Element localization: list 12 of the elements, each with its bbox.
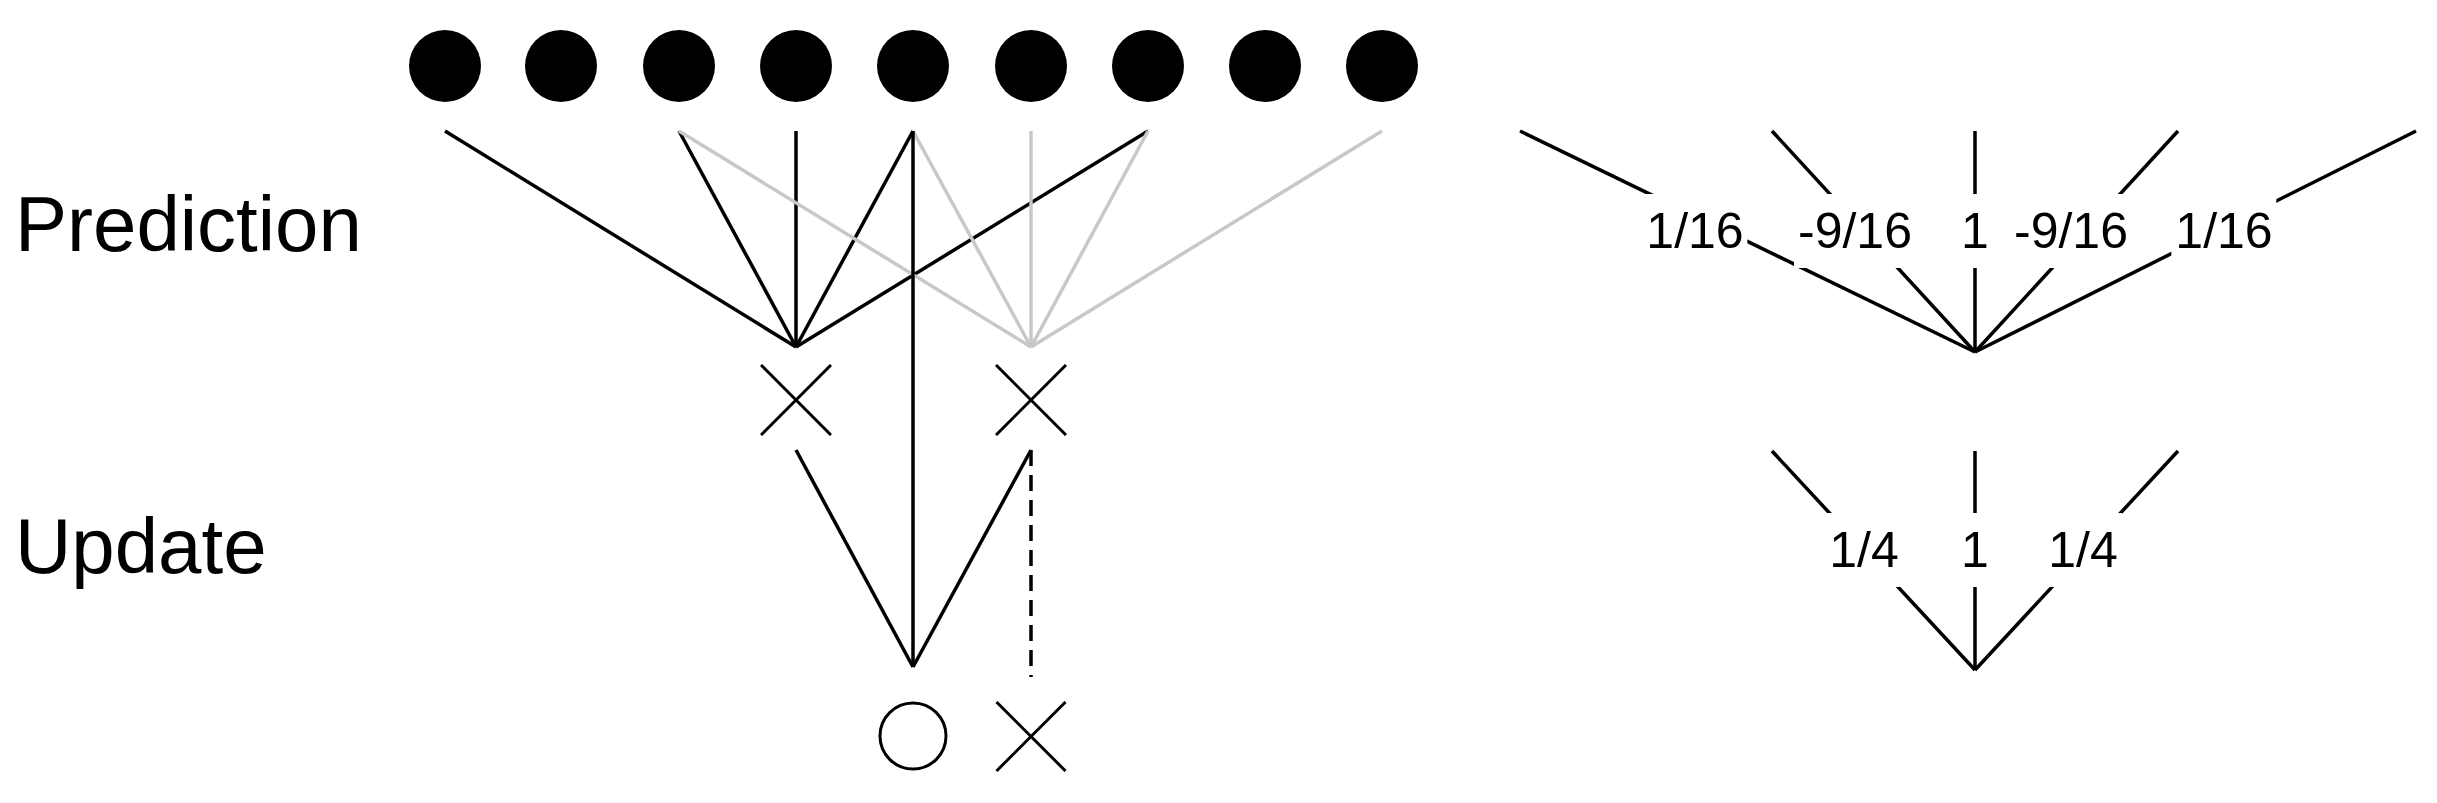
connector-line (444, 129, 797, 349)
weight-label: 1/4 (1825, 513, 1903, 587)
connector-line (794, 131, 798, 347)
connector-line (794, 449, 915, 668)
connector-line (795, 129, 1149, 349)
connector-line (677, 130, 798, 348)
connector-line (911, 449, 1033, 668)
connector-line (1030, 129, 1383, 349)
connector-line (1029, 450, 1033, 677)
connector-line (678, 129, 1032, 349)
connector-line (794, 130, 915, 348)
row-label: Prediction (15, 185, 362, 263)
